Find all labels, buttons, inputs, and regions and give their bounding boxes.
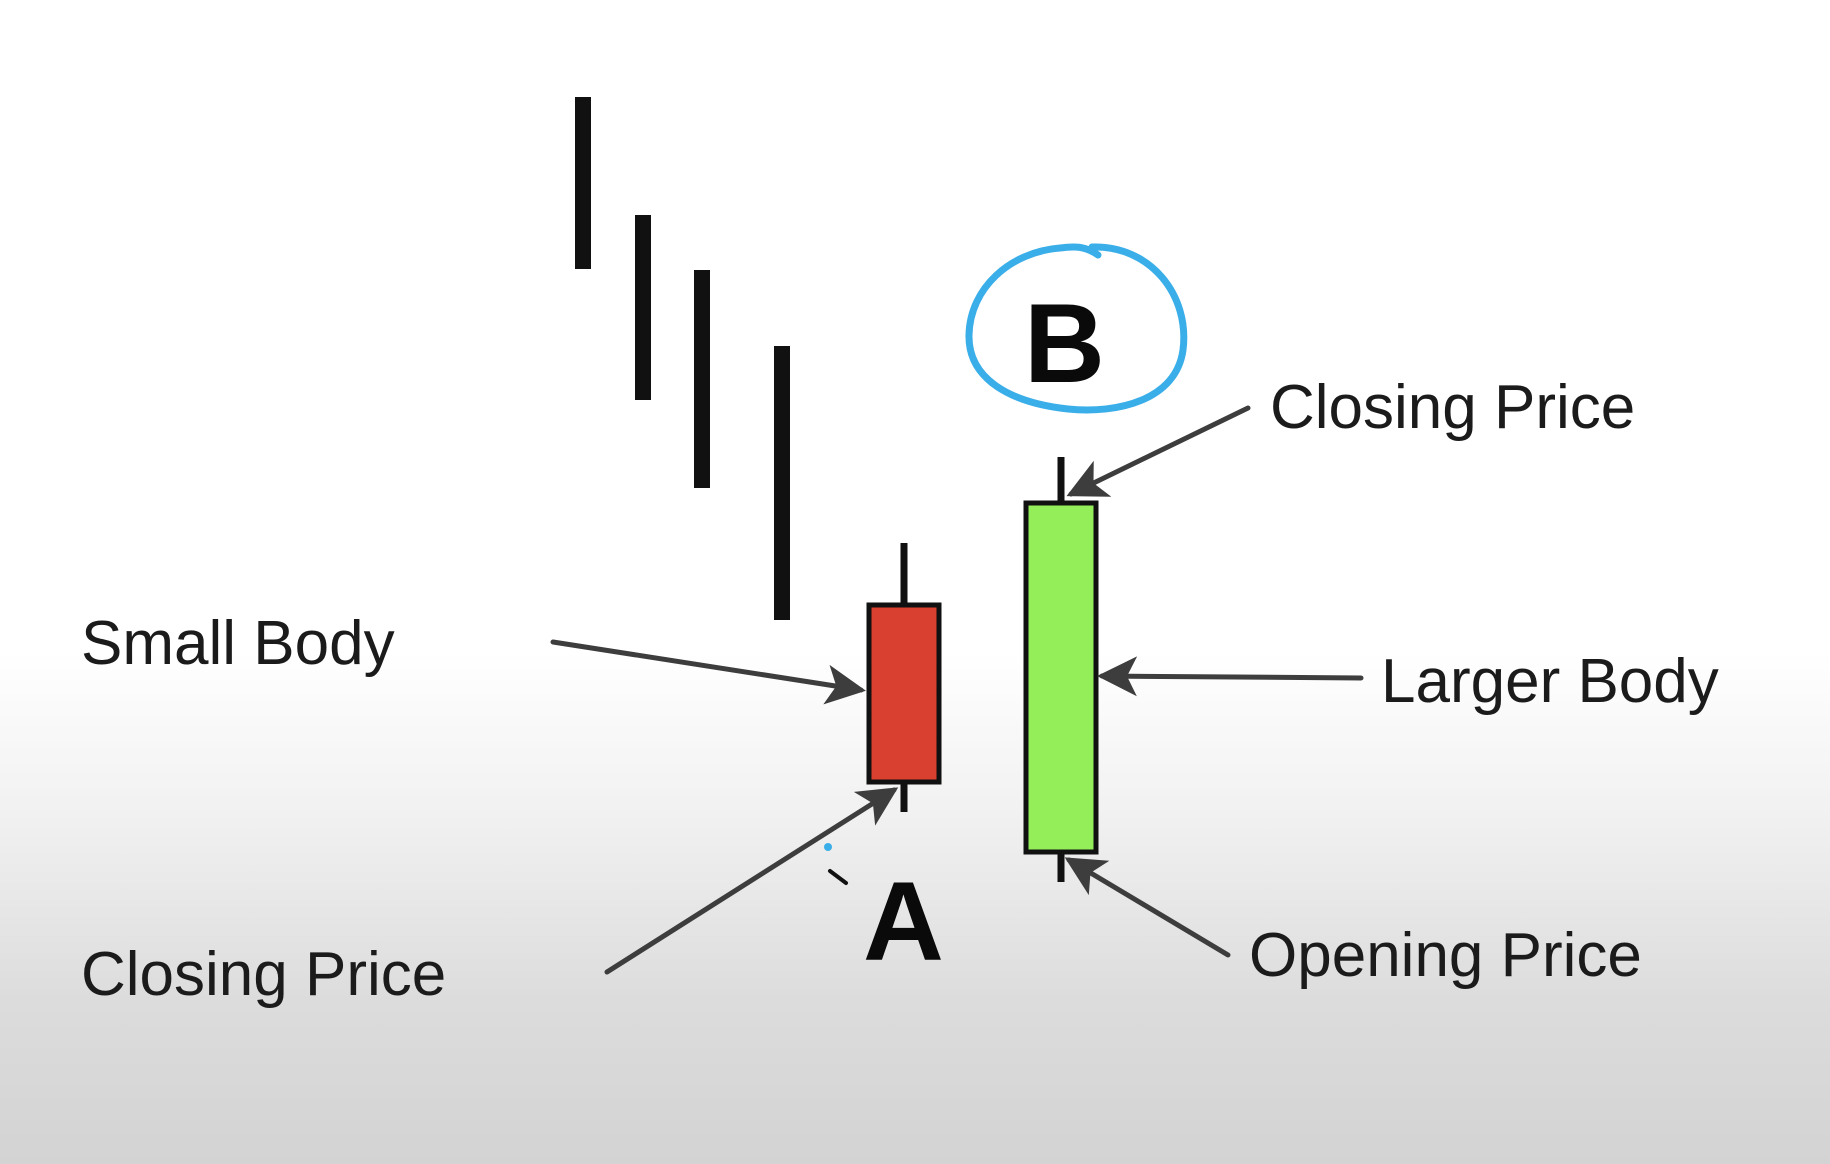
label-opening-price: Opening Price: [1249, 921, 1642, 990]
downtrend-bar: [575, 97, 591, 269]
downtrend-bar: [694, 270, 710, 488]
arrow-larger-body: [1097, 656, 1364, 697]
candle-b: [1023, 457, 1099, 882]
pointer-arrows: [550, 405, 1364, 975]
downtrend-bars: [575, 97, 790, 620]
candle-a-body: [866, 602, 942, 785]
candle-b-body: [1023, 500, 1099, 855]
arrow-opening-price: [1064, 857, 1231, 958]
pen-dot: [824, 843, 832, 851]
downtrend-bar: [774, 346, 790, 620]
marker-b: B: [1024, 281, 1105, 406]
annotation-circle-b: [965, 243, 1188, 414]
label-larger-body: Larger Body: [1381, 647, 1719, 716]
candle-a: [866, 543, 942, 812]
arrow-closing-price-a: [604, 787, 899, 975]
label-closing-price-left: Closing Price: [81, 940, 447, 1009]
label-small-body: Small Body: [81, 609, 395, 678]
pen-mark: [828, 869, 848, 885]
arrow-closing-price-b: [1066, 405, 1251, 497]
label-closing-price-right: Closing Price: [1270, 373, 1636, 442]
arrow-small-body: [550, 639, 866, 705]
marker-a: A: [863, 859, 944, 984]
downtrend-bar: [635, 215, 651, 400]
